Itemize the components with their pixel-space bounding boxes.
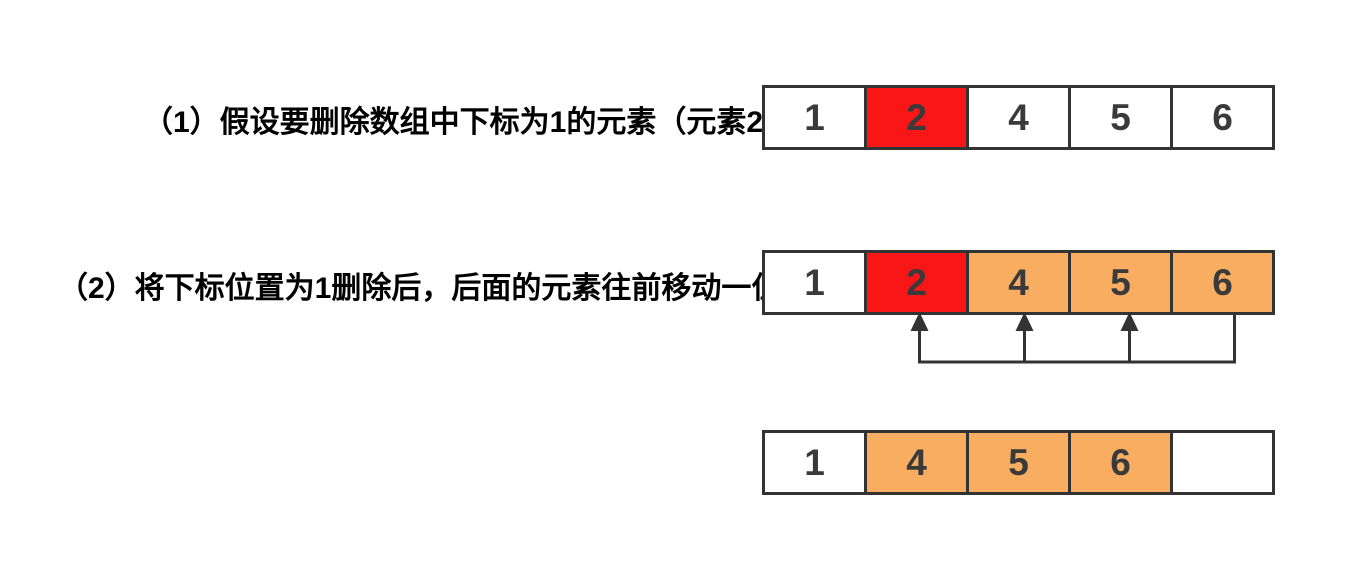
up-arrowhead-icon (910, 312, 929, 331)
shift-arrows (910, 312, 1236, 364)
array-cell: 4 (966, 85, 1071, 150)
up-arrowhead-icon (1120, 312, 1139, 331)
array-cell: 2 (864, 85, 969, 150)
step1-label: （1）假设要删除数组中下标为1的元素（元素2） (143, 106, 794, 139)
array-cell: 5 (966, 430, 1071, 495)
array-cell: 4 (966, 250, 1071, 315)
array-cell: 6 (1068, 430, 1173, 495)
array-cell: 2 (864, 250, 969, 315)
array-cell: 5 (1068, 85, 1173, 150)
array-cell (1170, 430, 1275, 495)
up-arrowhead-icon (1015, 312, 1034, 331)
step2-label: （2）将下标位置为1删除后，后面的元素往前移动一位 (58, 272, 782, 305)
array-cell: 6 (1170, 85, 1275, 150)
array-cell: 5 (1068, 250, 1173, 315)
array-cell: 6 (1170, 250, 1275, 315)
array-cell: 1 (762, 250, 867, 315)
array-cell: 1 (762, 85, 867, 150)
shift-arrow-lines (918, 312, 1236, 364)
array-cell: 1 (762, 430, 867, 495)
array-cell: 4 (864, 430, 969, 495)
